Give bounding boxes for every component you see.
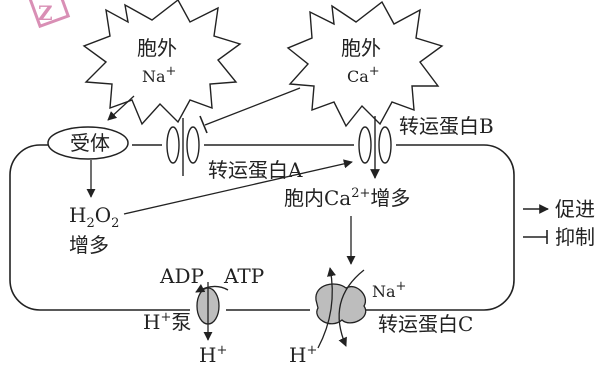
transporter-b-label: 转运蛋白B [399,114,494,138]
ca-inside-label: 胞内Ca2+增多 [284,186,410,210]
burst-na-title: 胞外 [137,36,177,60]
burst-outside-ca: 胞外 Ca+ [288,2,442,126]
transporter-c [310,268,366,348]
burst-ca-title: 胞外 [341,36,381,60]
transporter-a-label: 转运蛋白A [208,158,303,182]
na-right-label: Na+ [372,279,406,301]
receptor-label: 受体 [70,131,110,155]
h2o2-increase: 增多 [69,233,109,257]
watermark-logo: Z [30,0,68,26]
burst-outline [84,0,240,124]
h-pump-label: H+泵 [143,310,191,334]
transporter-c-label: 转运蛋白C [378,312,473,336]
inhibit-ca-to-channel-a [200,88,300,133]
receptor: 受体 [48,127,128,159]
adp-label: ADP [159,264,204,288]
burst-outside-na: 胞外 Na+ [84,0,240,124]
legend-promote: 促进 [555,197,595,221]
legend-inhibit: 抑制 [555,225,595,249]
legend: 促进 抑制 [523,197,595,249]
watermark-glyph: Z [38,1,53,25]
channel-b [354,116,396,178]
h2o2-formula: H2O2 [69,203,119,231]
burst-outline [288,2,442,126]
h-pump [190,282,228,340]
atp-label: ATP [223,264,264,288]
channel-a [162,118,204,176]
h-out-left: H+ [199,343,227,367]
h-out-right: H+ [289,343,317,367]
